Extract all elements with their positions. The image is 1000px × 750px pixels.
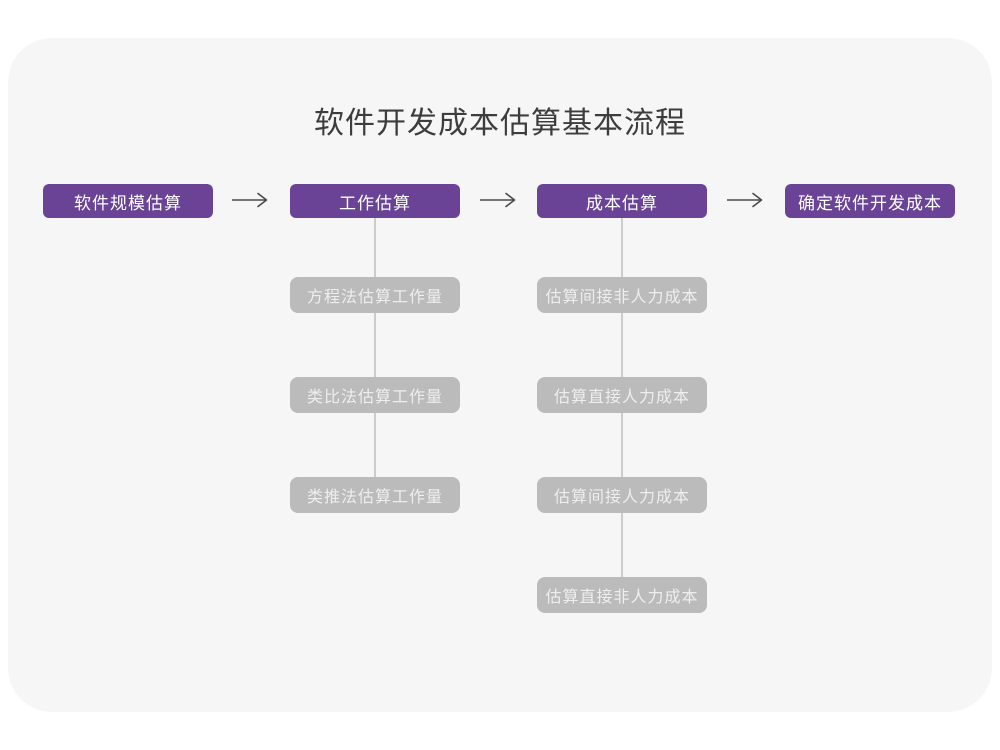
sub-node-analogy-method: 类比法估算工作量 [290,377,460,413]
flow-node-cost-estimation: 成本估算 [537,184,707,218]
flow-node-software-scale-estimation: 软件规模估算 [43,184,213,218]
arrow-right-icon [480,192,516,208]
sub-node-extrapolation-method: 类推法估算工作量 [290,477,460,513]
arrow-right-icon [232,192,268,208]
sub-node-direct-labor-cost: 估算直接人力成本 [537,377,707,413]
diagram-card [8,38,992,712]
arrow-right-icon [727,192,763,208]
sub-node-indirect-labor-cost: 估算间接人力成本 [537,477,707,513]
connector-line-work [374,218,376,495]
flow-node-work-estimation: 工作估算 [290,184,460,218]
sub-node-equation-method: 方程法估算工作量 [290,277,460,313]
sub-node-direct-nonlabor-cost: 估算直接非人力成本 [537,577,707,613]
sub-node-indirect-nonlabor-cost: 估算间接非人力成本 [537,277,707,313]
diagram-title: 软件开发成本估算基本流程 [314,107,686,140]
flow-node-determine-development-cost: 确定软件开发成本 [785,184,955,218]
